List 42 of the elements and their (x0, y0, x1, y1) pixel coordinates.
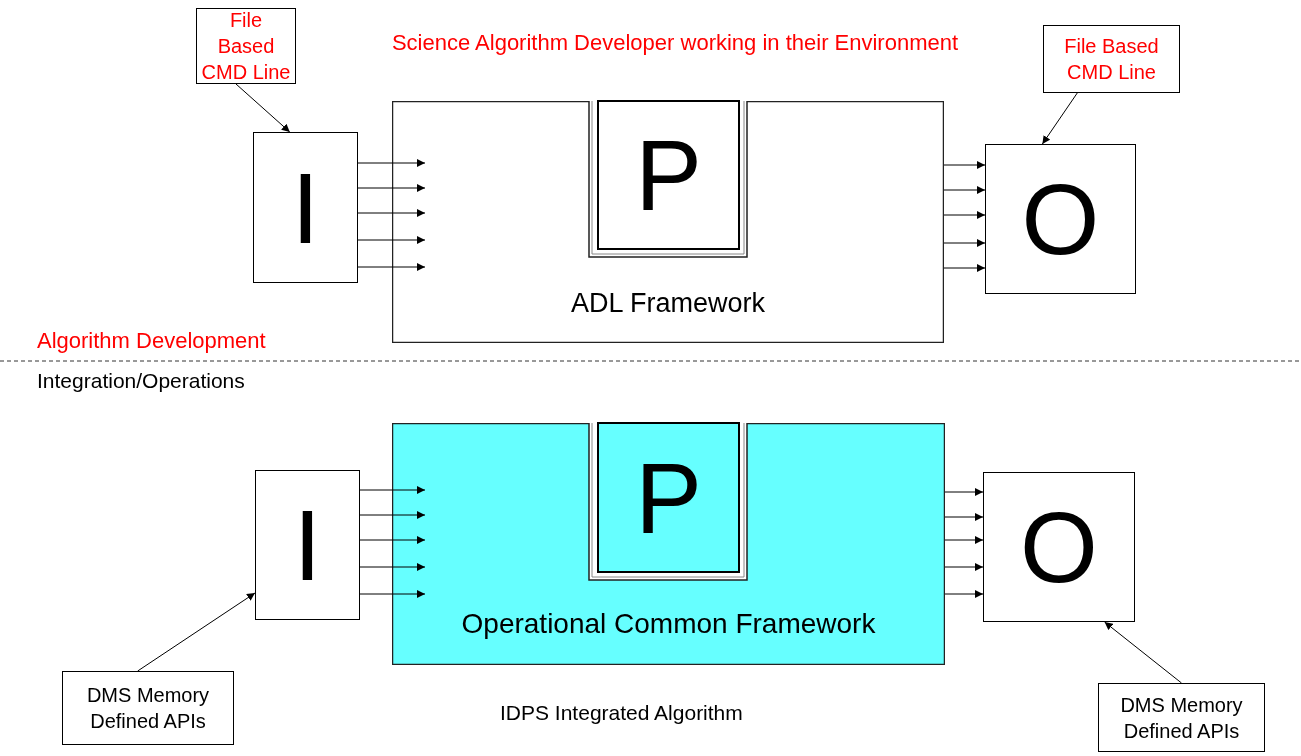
framework-label: ADL Framework (569, 286, 766, 320)
arrow (357, 209, 426, 217)
arrow (944, 513, 984, 521)
arrow (944, 488, 984, 496)
arrow (943, 186, 986, 194)
process-box: O (983, 472, 1135, 622)
arrow (359, 563, 426, 571)
arrow (235, 83, 291, 133)
arrow (137, 592, 256, 672)
arrow (357, 263, 426, 271)
arrow (943, 264, 986, 272)
arrow (944, 590, 984, 598)
callout-box: File Based CMD Line (1043, 25, 1180, 93)
heading-text: Science Algorithm Developer working in their Environment (390, 29, 960, 57)
arrow (357, 159, 426, 167)
arrow (357, 236, 426, 244)
arrow (944, 563, 984, 571)
arrow (359, 590, 426, 598)
arrow (943, 211, 986, 219)
arrow (359, 511, 426, 519)
section-label: Integration/Operations (37, 368, 245, 394)
arrow (1104, 621, 1182, 684)
process-box: P (597, 422, 740, 573)
callout-box: DMS Memory Defined APIs (62, 671, 234, 745)
callout-box: File Based CMD Line (196, 8, 296, 84)
arrow (359, 536, 426, 544)
arrow (357, 184, 426, 192)
process-box: I (255, 470, 360, 620)
arrow (1041, 92, 1078, 145)
framework-label: Operational Common Framework (460, 607, 877, 641)
process-box: P (597, 100, 740, 250)
framework-box (392, 423, 945, 665)
process-box: I (253, 132, 358, 283)
process-box: O (985, 144, 1136, 294)
section-label: Algorithm Development (37, 327, 266, 355)
callout-box: DMS Memory Defined APIs (1098, 683, 1265, 752)
arrow (943, 239, 986, 247)
caption-text: IDPS Integrated Algorithm (500, 700, 743, 726)
arrow (359, 486, 426, 494)
framework-box (392, 101, 944, 343)
arrow (944, 536, 984, 544)
arrow (943, 161, 986, 169)
